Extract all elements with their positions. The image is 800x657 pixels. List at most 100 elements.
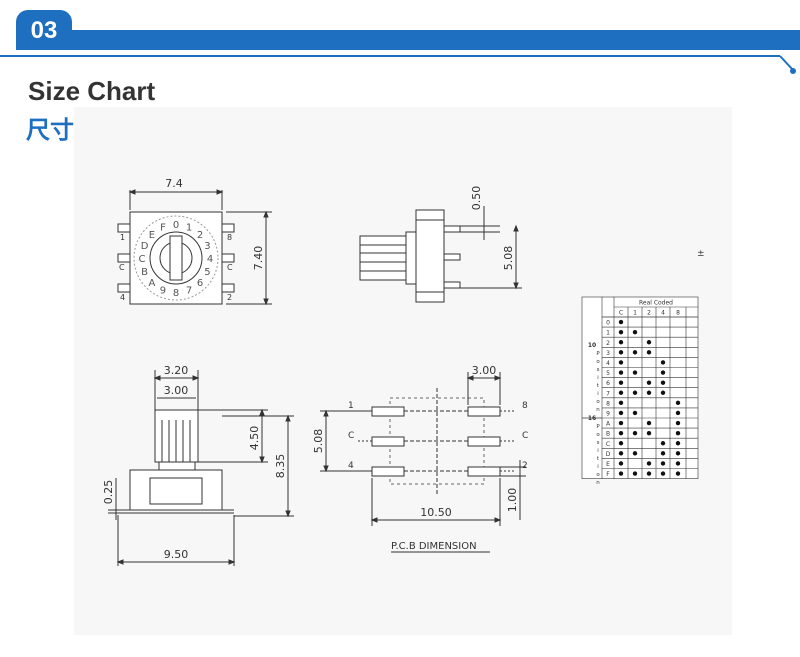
truth-table-dot: [660, 390, 666, 395]
truth-table-dot: [618, 319, 624, 325]
truth-table-position: 0: [606, 320, 610, 327]
truth-table-dot: [675, 420, 681, 426]
section-number-badge: [16, 10, 72, 50]
front-knob-inner-dim: 3.00: [164, 384, 189, 397]
group-16-letter: t: [597, 456, 600, 462]
truth-table-dot: [632, 471, 638, 476]
truth-table-position: B: [606, 431, 610, 438]
truth-table-dot: [675, 461, 681, 466]
truth-table-header: Real Coded: [639, 300, 673, 307]
truth-table-position: 8: [606, 400, 610, 407]
truth-table-dot: [618, 340, 624, 345]
truth-table-dot: [632, 390, 638, 395]
front-knob-outer-dim: 3.20: [164, 364, 189, 377]
truth-table-position: 5: [606, 370, 610, 377]
truth-table-dot: [646, 390, 652, 395]
truth-table-dot: [646, 430, 652, 436]
top-pin-label-c-left: C: [119, 263, 125, 272]
truth-table-position: 6: [606, 380, 610, 387]
pcb-view: 1 C 4 8 C 2 3.00 5.08 10.50 1.00 P.C.B D…: [312, 364, 528, 553]
truth-table-dot: [618, 370, 624, 375]
group-10-letter: s: [597, 367, 600, 373]
dial-digit: B: [141, 267, 148, 278]
truth-table-dot: [660, 471, 666, 476]
truth-table-dot: [618, 360, 624, 365]
truth-table-dot: [660, 441, 666, 446]
truth-table-dot: [675, 400, 681, 406]
truth-table-dot: [675, 471, 681, 476]
dial-digit: 3: [204, 241, 210, 252]
truth-table-dot: [646, 340, 652, 345]
top-view-width-dim: 7.4: [165, 177, 183, 190]
pcb-right-label-8: 8: [522, 401, 528, 411]
truth-table-dot: [618, 410, 624, 416]
group-10-letter: P: [596, 351, 600, 357]
truth-table-dot: [618, 329, 624, 335]
group-16-letter: i: [597, 464, 599, 470]
truth-table-dot: [675, 430, 681, 436]
truth-table-dot: [675, 410, 681, 416]
truth-table-dot: [646, 461, 652, 466]
pcb-spacing-dim: 3.00: [472, 364, 497, 377]
truth-table-column-header: 8: [676, 310, 680, 317]
truth-table-dot: [660, 380, 666, 385]
group-10-letter: t: [597, 383, 600, 389]
group-10-letter: o: [596, 359, 600, 365]
group-16-letter: i: [597, 448, 599, 454]
truth-table-dot: [632, 370, 638, 375]
group-16-letter: P: [596, 424, 600, 430]
dial-digit: 8: [173, 288, 179, 299]
truth-table-position: 4: [606, 360, 610, 367]
truth-table-dot: [618, 471, 624, 476]
truth-table-dot: [675, 451, 681, 456]
truth-table-dot: [618, 390, 624, 395]
truth-table-dot: [618, 461, 624, 466]
truth-table-dot: [660, 461, 666, 466]
pcb-right-label-c: C: [522, 431, 528, 441]
truth-table-column-header: 2: [647, 310, 651, 317]
truth-table-position: 9: [606, 411, 610, 418]
truth-table-dot: [618, 380, 624, 385]
section-header-bar: [0, 30, 800, 74]
truth-table-dot: [660, 370, 666, 375]
dial-digit: 0: [173, 220, 179, 231]
truth-table-dot: [618, 400, 624, 406]
dial-digit: F: [160, 223, 166, 234]
truth-table-position: C: [606, 441, 610, 448]
group-16-letter: o: [596, 432, 600, 438]
side-view: 0.50 5.08: [359, 186, 522, 303]
truth-table-dot: [632, 329, 638, 335]
dial-digit: 7: [186, 285, 192, 296]
dial-digit: 2: [197, 230, 203, 241]
group-16-letter: o: [596, 472, 600, 478]
pcb-pad-dim: 1.00: [506, 488, 519, 513]
truth-table-column-header: 1: [633, 310, 637, 317]
truth-table-dot: [660, 360, 666, 365]
side-view-height-dim: 5.08: [502, 246, 515, 271]
truth-table-position: A: [606, 421, 611, 428]
dial-digit: 6: [197, 278, 203, 289]
truth-table-position: 3: [606, 350, 610, 357]
top-pin-label-1: 1: [120, 233, 125, 242]
dial-digit: 5: [204, 267, 210, 278]
top-pin-label-8: 8: [227, 233, 232, 242]
side-view-top-dim: 0.50: [470, 186, 483, 211]
front-body-width-dim: 9.50: [164, 548, 189, 561]
truth-table-dot: [618, 430, 624, 436]
truth-table-dot: [646, 471, 652, 476]
truth-table-dot: [646, 380, 652, 385]
top-pin-label-4: 4: [120, 293, 125, 302]
dial-digit: 4: [207, 254, 213, 265]
group-16-letter: s: [597, 440, 600, 446]
front-total-height-dim: 8.35: [274, 454, 287, 479]
truth-table-dot: [632, 451, 638, 456]
group-16-letter: n: [596, 480, 600, 486]
group-10-letter: i: [597, 391, 599, 397]
truth-table-column-header: C: [619, 310, 623, 317]
truth-table-dot: [618, 420, 624, 426]
truth-table-position: 1: [606, 330, 610, 337]
top-view-height-dim: 7.40: [252, 246, 265, 271]
pcb-width-dim: 10.50: [420, 506, 452, 519]
